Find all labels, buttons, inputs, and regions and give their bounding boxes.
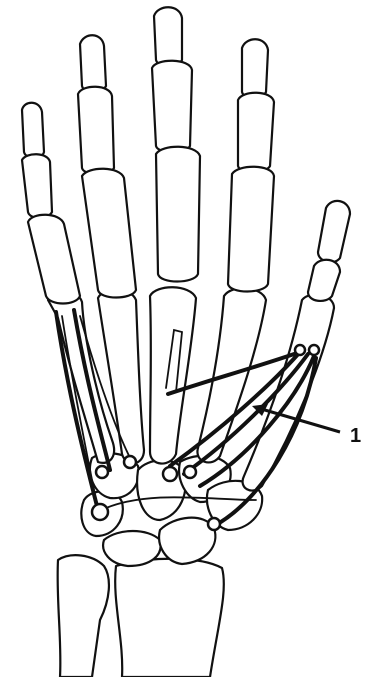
ring-finger-distal xyxy=(80,35,106,92)
attachment-hook xyxy=(124,456,136,468)
little-finger-proximal xyxy=(28,215,80,304)
middle-finger-middle xyxy=(152,61,192,152)
thumb-proximal xyxy=(308,260,340,301)
attachment-hamate xyxy=(96,466,108,478)
middle-finger-proximal xyxy=(156,147,200,282)
ulna xyxy=(58,555,109,677)
index-finger-proximal xyxy=(228,167,274,292)
attachment-capitate xyxy=(163,467,177,481)
thumb-distal xyxy=(318,201,350,262)
attachment-trapezoid xyxy=(184,466,196,478)
attachment-trapezium xyxy=(208,518,220,530)
ring-finger-middle xyxy=(78,87,114,174)
phalanges xyxy=(22,7,350,303)
attachment-pisiform xyxy=(92,504,108,520)
attachment-thumb-base-2 xyxy=(309,345,319,355)
little-finger-distal xyxy=(22,103,44,158)
middle-finger-distal xyxy=(154,7,182,66)
attachment-thumb-base-1 xyxy=(295,345,305,355)
index-finger-distal xyxy=(242,39,268,98)
little-finger-middle xyxy=(22,154,52,218)
forearm-bones xyxy=(58,555,224,677)
radius xyxy=(115,559,224,677)
lunate xyxy=(103,531,161,566)
callout-1-label: 1 xyxy=(350,425,361,447)
metacarpal-3 xyxy=(150,287,196,463)
index-finger-middle xyxy=(238,93,274,172)
ring-finger-proximal xyxy=(82,169,136,298)
